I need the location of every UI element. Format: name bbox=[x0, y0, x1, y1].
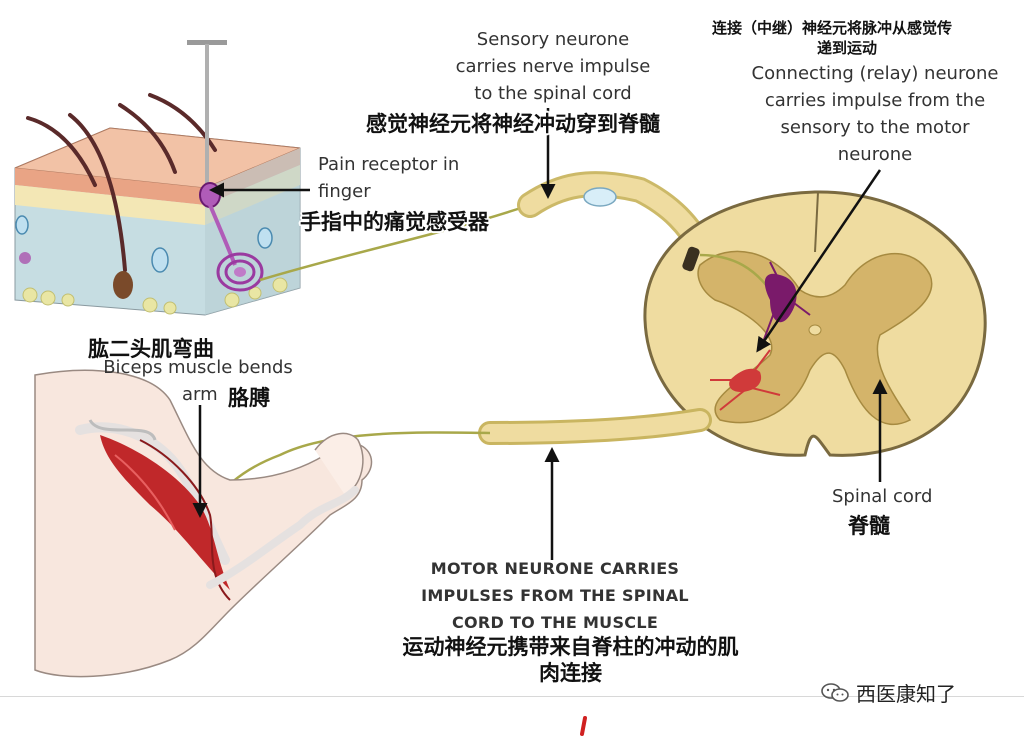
connecting-neurone-label: Connecting (relay) neurone carries impul… bbox=[751, 63, 999, 165]
wechat-icon bbox=[821, 682, 849, 702]
biceps-muscle bbox=[100, 435, 231, 601]
skin-block bbox=[14, 40, 301, 316]
divider-line bbox=[0, 696, 1024, 697]
sensory-neurone-label-cn: 感觉神经元将神经冲动穿到脊髓 bbox=[366, 112, 660, 136]
pain-receptor-label-cn: 手指中的痛觉感受器 bbox=[300, 210, 489, 234]
spinal-cord-label-cn: 脊髓 bbox=[848, 514, 890, 538]
sensory-neurone-label: Sensory neurone carries nerve impulse to… bbox=[455, 29, 651, 104]
spinal-cord-label: Spinal cord bbox=[832, 486, 933, 507]
connecting-neurone-label-cn: 连接（中继）神经元将脉冲从感觉传 递到运动 bbox=[712, 19, 953, 57]
watermark-text: 西医康知了 bbox=[856, 682, 956, 706]
biceps-label-cn: 肱二头肌弯曲 bbox=[88, 337, 214, 361]
motor-neurone-label: MOTOR NEURONE CARRIES IMPULSES FROM THE … bbox=[421, 559, 689, 632]
relay-neurone bbox=[710, 261, 811, 411]
arm-label-cn: 胳膊 bbox=[228, 386, 270, 410]
pain-receptor-label: Pain receptor in finger bbox=[318, 154, 460, 202]
red-mark bbox=[580, 716, 587, 736]
watermark: 西医康知了 bbox=[820, 678, 956, 707]
motor-neurone-label-cn: 运动神经元携带来自脊柱的冲动的肌 肉连接 bbox=[402, 635, 739, 685]
arm-illustration bbox=[34, 369, 373, 678]
biceps-label: Biceps muscle bends arm bbox=[103, 357, 293, 405]
pointer-arrows bbox=[192, 108, 888, 560]
